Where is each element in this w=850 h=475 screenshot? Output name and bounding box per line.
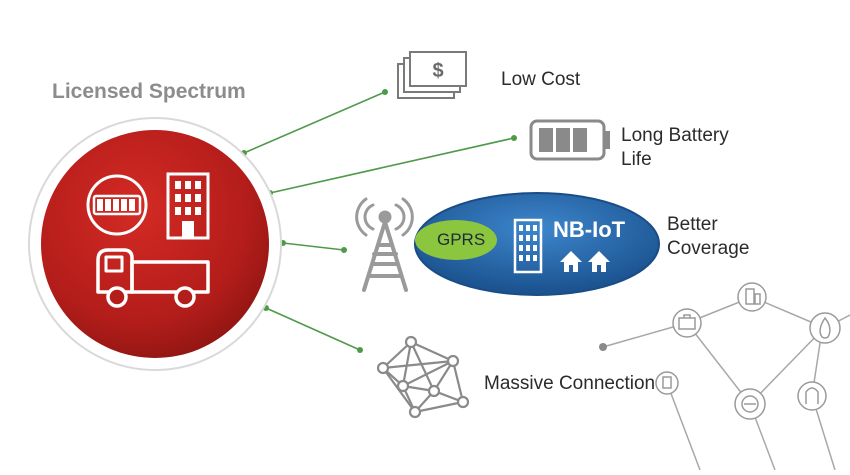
licensed-spectrum-circle [28, 117, 282, 371]
nb-iot-building-icon [513, 218, 543, 274]
feature-label-massive-connection: Massive Connection [484, 373, 656, 394]
connector-massive [265, 307, 361, 351]
nb-iot-label: NB-IoT [553, 217, 626, 242]
connector-battery [269, 137, 515, 194]
feature-label-low-cost: Low Cost [501, 69, 581, 90]
feature-label-battery-line1: Long Battery [621, 125, 729, 146]
fire-sensor-icon [809, 312, 841, 344]
water-sensor-icon [797, 381, 827, 411]
device-node-icon [655, 371, 679, 395]
svg-text:$: $ [432, 60, 443, 82]
building-icon [166, 172, 210, 240]
connector-lines [243, 91, 515, 351]
cell-tower-icon [355, 197, 414, 292]
connector-low-cost [243, 91, 386, 154]
money-icon: $ [397, 51, 467, 99]
connector-coverage [282, 242, 345, 251]
feature-label-coverage: Better Coverage [667, 213, 749, 261]
meter-node-icon [734, 388, 766, 420]
licensed-spectrum-title: Licensed Spectrum [52, 80, 246, 103]
truck-icon [96, 248, 210, 308]
smart-meter-icon [86, 174, 148, 236]
house-icon [588, 251, 610, 272]
network-mesh-icon [376, 335, 470, 419]
gprs-label: GPRS [437, 230, 486, 249]
house-icon [560, 251, 582, 272]
network-node [599, 343, 607, 351]
device-node-icon [672, 308, 702, 338]
feature-label-coverage-line1: Better [667, 214, 718, 235]
feature-label-battery-line2: Life [621, 149, 652, 170]
battery-icon [529, 119, 610, 161]
coverage-ellipse [414, 192, 660, 296]
feature-label-coverage-line2: Coverage [667, 238, 750, 259]
feature-label-battery: Long Battery Life [621, 124, 729, 172]
device-node-icon [737, 282, 767, 312]
